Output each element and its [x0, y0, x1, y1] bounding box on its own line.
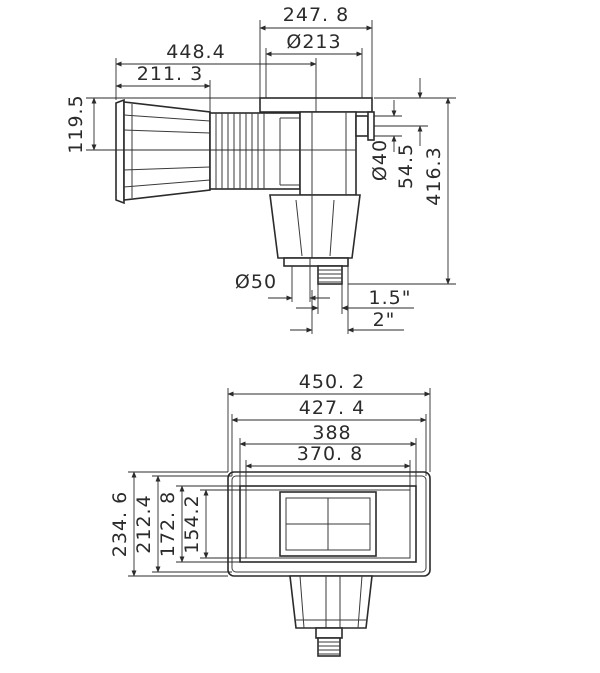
dim-depth: 448.4 — [115, 41, 317, 112]
dim-thread-small-label: 1.5" — [369, 287, 412, 309]
dim-opening-height: 172. 8 — [157, 485, 240, 563]
front-opening — [239, 485, 417, 563]
dim-outer-width: 450. 2 — [227, 371, 431, 472]
dim-frame-height: 212.4 — [133, 475, 232, 573]
dim-mouth-offset: 119.5 — [65, 94, 300, 154]
dim-outer-height-label: 234. 6 — [109, 491, 131, 557]
dim-thread-large: 2" — [290, 266, 404, 334]
front-bottom-outlet — [315, 627, 343, 657]
dim-flange-dia: Ø213 — [265, 31, 363, 98]
front-inner-opening — [245, 489, 411, 559]
dim-side-port-label: Ø40 — [369, 139, 391, 181]
dim-port-height-label: 54.5 — [395, 143, 417, 189]
side-port — [355, 111, 375, 141]
dim-opening-width: 388 — [239, 422, 417, 486]
dim-outer-height: 234. 6 — [109, 471, 228, 577]
dim-mouth-offset-label: 119.5 — [65, 94, 87, 153]
dim-frame-height-label: 212.4 — [133, 494, 155, 553]
dim-mouth-depth-label: 211. 3 — [137, 63, 203, 85]
side-view: 247. 8 Ø213 448.4 211. 3 119.5 — [65, 4, 456, 334]
dim-opening-width-label: 388 — [312, 422, 351, 444]
dim-port-height: 54.5 — [374, 78, 428, 189]
dim-total-width-label: 247. 8 — [283, 4, 349, 26]
side-bottom-outlet — [309, 258, 343, 290]
dim-bottom-port-label: Ø50 — [235, 271, 277, 293]
side-mouth-flange — [115, 98, 211, 205]
dim-total-height: 416.3 — [348, 97, 456, 285]
front-view: 450. 2 427. 4 388 370. 8 234. 6 — [109, 371, 431, 657]
side-neck — [209, 112, 301, 190]
dim-thread-small: 1.5" — [296, 284, 414, 314]
dim-depth-label: 448.4 — [166, 41, 225, 63]
dim-thread-large-label: 2" — [373, 309, 396, 331]
dim-frame-width: 427. 4 — [231, 397, 427, 476]
dim-total-height-label: 416.3 — [423, 146, 445, 205]
dim-mouth-depth: 211. 3 — [115, 63, 211, 112]
dim-total-width: 247. 8 — [259, 4, 373, 98]
front-frame — [231, 475, 427, 573]
dim-inner-height: 154.2 — [181, 489, 246, 559]
dim-flange-dia-label: Ø213 — [286, 31, 341, 53]
dim-inner-width: 370. 8 — [245, 443, 411, 490]
dim-outer-width-label: 450. 2 — [299, 371, 365, 393]
dim-inner-width-label: 370. 8 — [297, 443, 363, 465]
dim-side-port: Ø40 — [369, 100, 402, 181]
side-body — [269, 111, 361, 267]
dim-inner-height-label: 154.2 — [181, 494, 203, 553]
dim-bottom-port: Ø50 — [235, 266, 330, 302]
front-weir-flap — [279, 491, 377, 557]
front-lower-body — [289, 575, 373, 629]
dim-opening-height-label: 172. 8 — [157, 491, 179, 557]
dim-frame-width-label: 427. 4 — [299, 397, 365, 419]
